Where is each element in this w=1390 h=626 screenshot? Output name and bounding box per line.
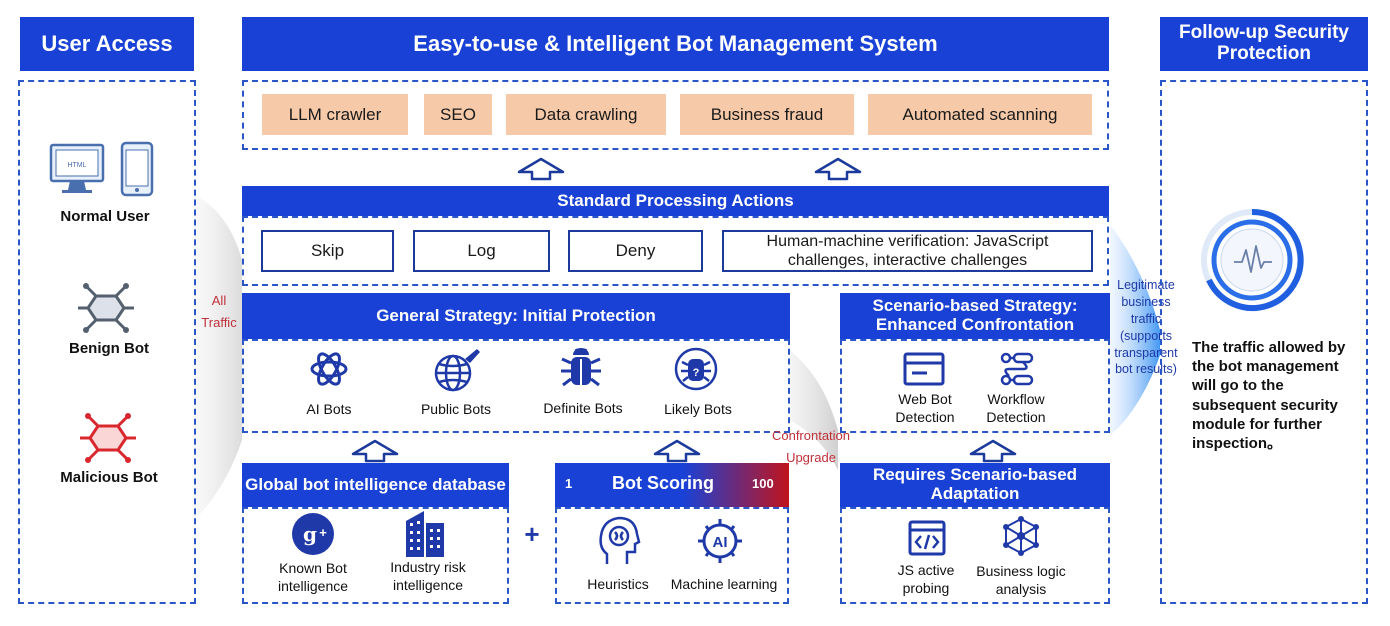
use-case-panel xyxy=(242,80,1109,150)
computer-phone-icon: HTML xyxy=(49,141,154,197)
confrontation-upgrade-label: Confrontation Upgrade xyxy=(766,425,856,469)
action-skip: Skip xyxy=(261,230,394,272)
actions-panel xyxy=(242,216,1109,286)
use-case-automated-scanning: Automated scanning xyxy=(868,94,1092,135)
web-bot-label: Web Bot Detection xyxy=(895,391,955,425)
up-arrow-icon xyxy=(351,439,399,463)
score-max: 100 xyxy=(752,476,774,491)
scenario-adaptation-panel xyxy=(840,507,1110,604)
security-monitor-icon xyxy=(1201,208,1304,311)
likely-bots-label: Likely Bots xyxy=(664,401,732,417)
follow-up-description: The traffic allowed by the bot managemen… xyxy=(1192,339,1346,452)
user-access-title: User Access xyxy=(20,17,194,71)
ai-bots-label: AI Bots xyxy=(306,401,352,417)
confrontation-line1: Confrontation xyxy=(771,428,851,443)
ai-bots-icon xyxy=(310,352,348,386)
public-bots-icon xyxy=(434,349,480,392)
benign-bot-icon xyxy=(78,283,134,333)
system-title: Easy-to-use & Intelligent Bot Management… xyxy=(242,17,1109,71)
machine-learning-label: Machine learning xyxy=(670,576,778,592)
general-strategy-panel xyxy=(242,339,790,433)
follow-up-panel xyxy=(1160,80,1368,604)
js-probing-label: JS active probing xyxy=(897,562,955,596)
svg-text:HTML: HTML xyxy=(67,162,86,169)
intel-db-panel xyxy=(242,507,509,604)
known-bot-label: Known Bot intelligence xyxy=(277,560,349,594)
bot-scoring-bar xyxy=(555,463,789,507)
svg-text:g: g xyxy=(303,522,317,546)
svg-text:AI: AI xyxy=(713,534,728,551)
general-strategy-title: General Strategy: Initial Protection xyxy=(242,293,790,339)
definite-bots-label: Definite Bots xyxy=(543,400,623,416)
all-traffic-label: All Traffic xyxy=(196,290,242,334)
use-case-business-fraud: Business fraud xyxy=(680,94,854,135)
web-bot-icon xyxy=(903,352,945,386)
code-window-icon xyxy=(908,520,946,556)
definite-bots-icon xyxy=(561,348,601,387)
svg-text:+: + xyxy=(319,525,327,540)
use-case-llm-crawler: LLM crawler xyxy=(262,94,408,135)
scenario-strategy-panel xyxy=(840,339,1110,433)
scenario-strategy-title: Scenario-based Strategy: Enhanced Confro… xyxy=(840,293,1110,339)
action-deny: Deny xyxy=(568,230,703,272)
likely-bots-icon: ? xyxy=(674,347,718,391)
plus-sign: + xyxy=(524,519,540,549)
user-access-panel xyxy=(18,80,196,604)
follow-up-title: Follow-up Security Protection xyxy=(1160,17,1368,71)
benign-bot-label: Benign Bot xyxy=(69,340,149,357)
action-log: Log xyxy=(413,230,550,272)
heuristics-label: Heuristics xyxy=(587,576,649,592)
all-traffic-line2: Traffic xyxy=(201,315,237,331)
workflow-label: Workflow Detection xyxy=(986,391,1046,425)
google-plus-icon: g + xyxy=(292,513,334,555)
use-case-seo: SEO xyxy=(424,94,492,135)
score-min: 1 xyxy=(565,476,573,491)
intel-db-title: Global bot intelligence database xyxy=(242,463,509,507)
bot-scoring-title: Bot Scoring xyxy=(612,473,714,493)
ai-chip-icon: AI xyxy=(698,519,742,563)
up-arrow-icon xyxy=(517,157,565,181)
scenario-adaptation-title: Requires Scenario-based Adaptation xyxy=(840,463,1110,507)
workflow-icon xyxy=(1000,352,1034,386)
up-arrow-icon xyxy=(969,439,1017,463)
building-icon xyxy=(406,511,444,557)
action-human-verification: Human-machine verification: JavaScript c… xyxy=(722,230,1093,272)
svg-text:?: ? xyxy=(693,367,700,379)
brain-icon xyxy=(599,516,641,564)
all-traffic-line1: All xyxy=(211,293,227,308)
malicious-bot-label: Malicious Bot xyxy=(60,469,158,486)
bot-scoring-panel xyxy=(555,507,789,604)
use-case-data-crawling: Data crawling xyxy=(506,94,666,135)
up-arrow-icon xyxy=(653,439,701,463)
normal-user-label: Normal User xyxy=(60,208,150,225)
confrontation-line2: Upgrade xyxy=(786,450,836,466)
malicious-bot-icon xyxy=(80,413,136,463)
network-cube-icon xyxy=(1003,516,1039,556)
actions-title: Standard Processing Actions xyxy=(242,186,1109,216)
business-logic-label: Business logic analysis xyxy=(976,563,1066,597)
up-arrow-icon xyxy=(814,157,862,181)
industry-risk-label: Industry risk intelligence xyxy=(390,559,466,593)
public-bots-label: Public Bots xyxy=(420,401,492,417)
